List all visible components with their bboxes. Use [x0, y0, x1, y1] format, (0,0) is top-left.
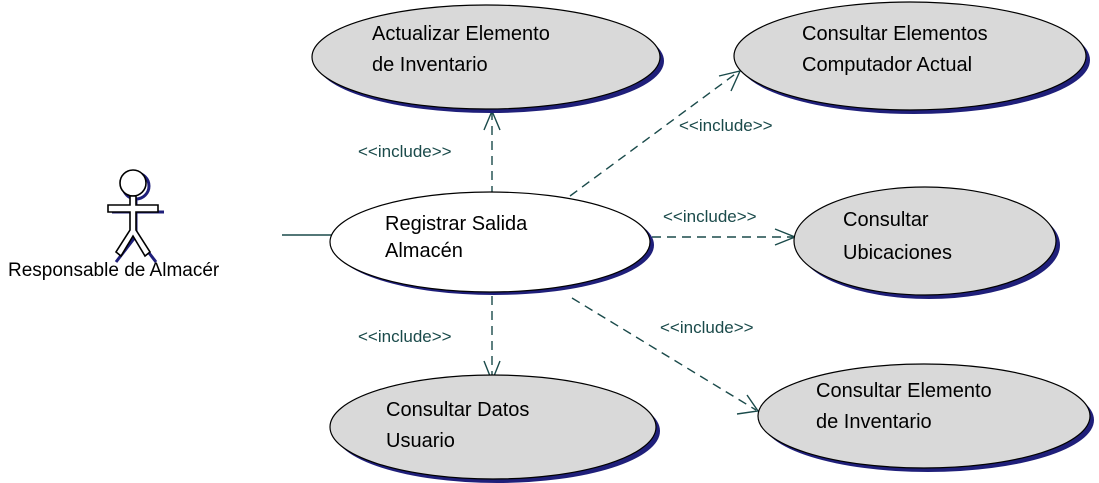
use-case-label-line1: Registrar Salida: [385, 213, 528, 235]
use-case-consultar-usuario: Consultar Datos Usuario: [329, 374, 660, 483]
use-case-consultar-elemento: Consultar Elemento de Inventario: [757, 363, 1094, 472]
include-ubicaciones: [652, 228, 797, 246]
use-case-consultar-ubicaciones: Consultar Ubicaciones: [793, 186, 1060, 299]
include-label-ubicaciones: <<include>>: [663, 207, 757, 226]
use-case-registrar-salida: Registrar Salida Almacén: [329, 191, 654, 295]
include-label-actualizar: <<include>>: [358, 142, 452, 161]
use-case-label-line1: Consultar: [843, 209, 929, 231]
include-computador: [569, 69, 742, 197]
include-label-computador: <<include>>: [679, 116, 773, 135]
use-case-label-line1: Actualizar Elemento: [372, 23, 550, 45]
use-case-label-line1: Consultar Elementos: [802, 23, 988, 45]
use-case-label-line1: Consultar Elemento: [816, 380, 992, 402]
include-label-usuario: <<include>>: [358, 327, 452, 346]
include-actualizar: [483, 109, 501, 195]
include-usuario: [483, 296, 501, 383]
actor-name: Responsable de Almacér: [8, 260, 220, 281]
use-case-label-line1: Consultar Datos: [386, 399, 529, 421]
include-elemento: [571, 297, 760, 415]
use-case-label-line2: Almacén: [385, 240, 463, 262]
use-case-label-line2: Computador Actual: [802, 54, 972, 76]
use-case-actualizar-elemento: Actualizar Elemento de Inventario: [311, 4, 664, 113]
include-label-elemento: <<include>>: [660, 318, 754, 337]
use-case-label-line2: Usuario: [386, 430, 455, 452]
use-case-consultar-computador: Consultar Elementos Computador Actual: [733, 1, 1090, 114]
use-case-label-line2: de Inventario: [372, 54, 488, 76]
use-case-label-line2: de Inventario: [816, 411, 932, 433]
actor-figure: [107, 169, 164, 263]
use-case-label-line2: Ubicaciones: [843, 242, 952, 264]
